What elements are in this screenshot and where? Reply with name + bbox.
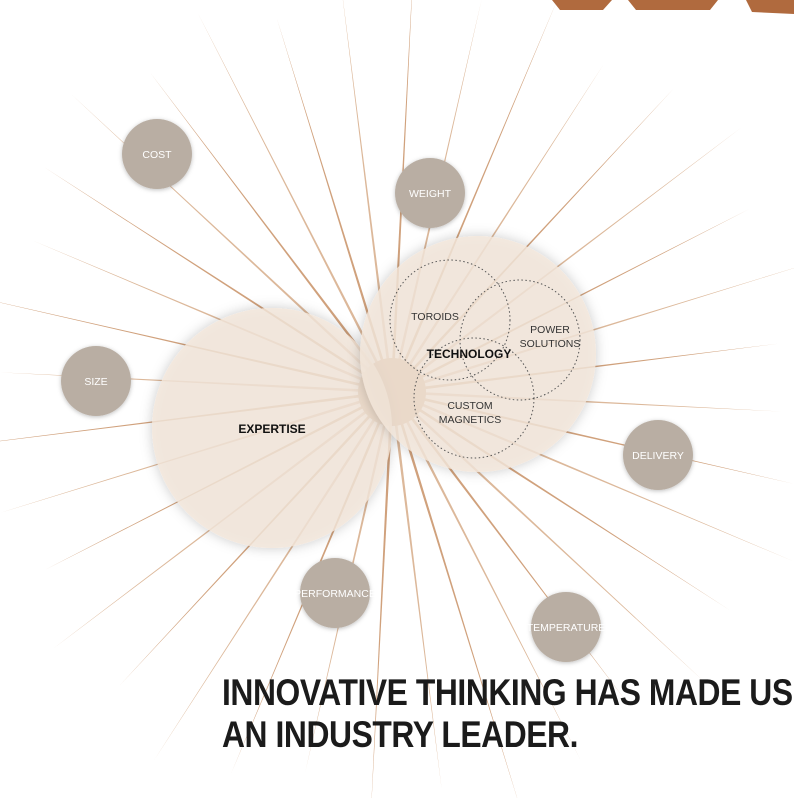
starburst-spike <box>394 421 442 791</box>
delivery-label: DELIVERY <box>632 450 684 462</box>
headline-line-1: INNOVATIVE THINKING HAS MADE US <box>222 672 793 713</box>
factor-weight: WEIGHT <box>395 158 465 228</box>
expertise-group: EXPERTISE <box>152 308 392 548</box>
starburst-spike <box>399 420 518 798</box>
starburst-spike <box>371 421 392 798</box>
temperature-circle <box>531 592 601 662</box>
factor-delivery: DELIVERY <box>623 420 693 490</box>
expertise-label: EXPERTISE <box>238 422 305 436</box>
toroids-ring <box>389 259 511 381</box>
starburst-spike <box>404 418 581 761</box>
weight-circle <box>395 158 465 228</box>
starburst-spike <box>413 411 705 682</box>
starburst-spike <box>197 12 380 366</box>
power-solutions-label-2: SOLUTIONS <box>520 338 581 350</box>
accent-shape-3 <box>746 0 794 14</box>
top-accent-shapes <box>552 0 794 14</box>
performance-circle <box>300 558 370 628</box>
expertise-circle <box>152 308 392 548</box>
toroids-label: TOROIDS <box>411 311 459 323</box>
factor-cost: COST <box>122 119 192 189</box>
cost-label: COST <box>142 149 172 161</box>
accent-shape-1 <box>552 0 612 10</box>
power-solutions-label-1: POWER <box>530 324 570 336</box>
technology-label: TECHNOLOGY <box>427 347 512 361</box>
starburst-spike <box>342 0 390 363</box>
starburst-spike <box>277 19 385 364</box>
performance-label: PERFORMANCE <box>294 588 376 600</box>
temperature-label: TEMPERATURE <box>527 622 606 634</box>
custom-magnetics-ring <box>413 337 535 459</box>
cost-circle <box>122 119 192 189</box>
factor-performance: PERFORMANCE <box>294 558 376 628</box>
factor-temperature: TEMPERATURE <box>527 592 606 662</box>
starburst-spike <box>149 71 375 369</box>
custom-magnetics-label-1: CUSTOM <box>447 400 492 412</box>
technology-group: TOROIDS POWER SOLUTIONS TECHNOLOGY CUSTO… <box>360 236 596 472</box>
size-circle <box>61 346 131 416</box>
headline-line-2: AN INDUSTRY LEADER. <box>222 714 579 755</box>
factor-size: SIZE <box>61 346 131 416</box>
headline: INNOVATIVE THINKING HAS MADE US AN INDUS… <box>222 672 793 756</box>
technology-circle <box>360 236 596 472</box>
delivery-circle <box>623 420 693 490</box>
custom-magnetics-label-2: MAGNETICS <box>439 414 501 426</box>
weight-label: WEIGHT <box>409 188 452 200</box>
accent-shape-2 <box>628 0 718 10</box>
size-label: SIZE <box>84 376 107 388</box>
